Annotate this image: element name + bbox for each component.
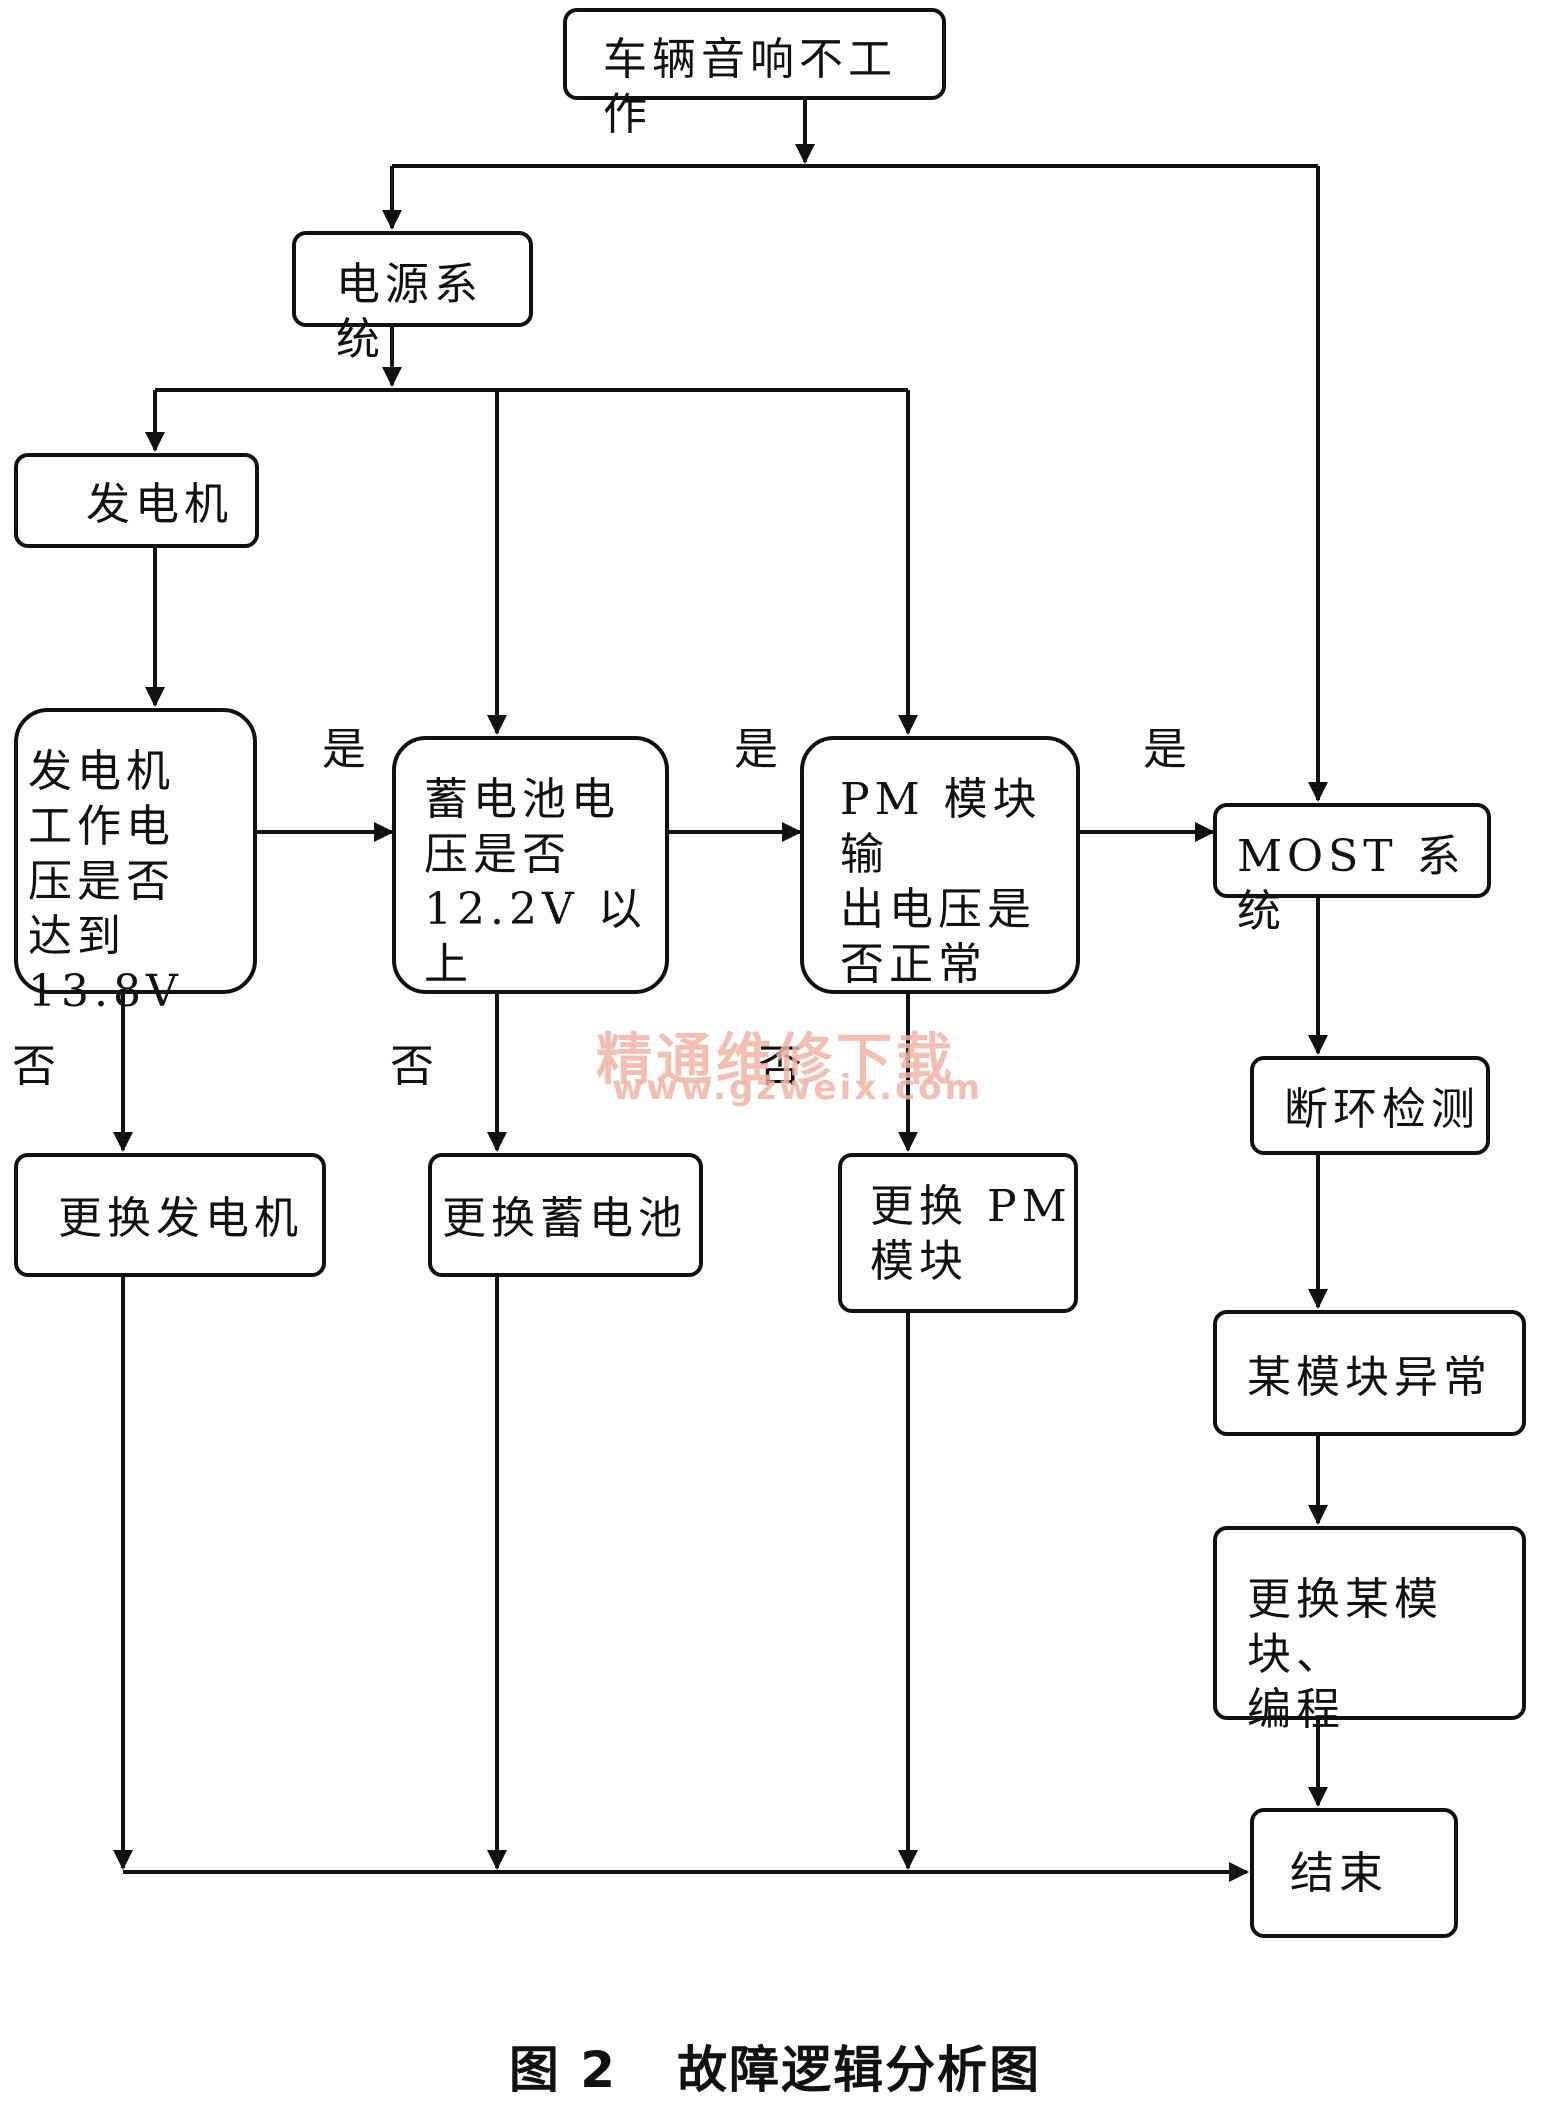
edge-label-no-battery: 否 [390, 1041, 434, 1092]
node-most-system-label: MOST 系统 [1237, 831, 1466, 937]
node-ring-break-test-label: 断环检测 [1284, 1084, 1480, 1135]
node-generator-check: 发电机 工作电 压是否 达到 13.8V [14, 708, 257, 1017]
node-no-sound-label: 车辆音响不工作 [603, 34, 897, 140]
edge-label-yes-pm: 是 [1143, 724, 1187, 775]
node-replace-generator: 更换发电机 [14, 1153, 326, 1277]
watermark-url: www.gzweix.com [612, 1068, 984, 1108]
figure-title: 故障逻辑分析图 [677, 2041, 1042, 2099]
node-replace-battery: 更换蓄电池 [428, 1153, 703, 1277]
node-generator: 发电机 [14, 453, 259, 548]
node-battery-check: 蓄电池电 压是否 12.2V 以上 [392, 736, 669, 994]
node-generator-check-label: 发电机 工作电 压是否 达到 13.8V [28, 746, 183, 1017]
node-no-sound: 车辆音响不工作 [563, 8, 946, 140]
node-replace-pm: 更换 PM 模块 [838, 1153, 1078, 1313]
watermark-text: 精通维修下载 [596, 1028, 956, 1093]
figure-caption: 图 2 故障逻辑分析图 [0, 2030, 1550, 2102]
edge-label-yes-battery: 是 [734, 724, 778, 775]
edge-label-yes-generator: 是 [322, 724, 366, 775]
node-replace-module: 更换某模块、 编程 [1213, 1526, 1526, 1735]
node-power-system-label: 电源系统 [336, 259, 483, 365]
node-pm-check: PM 模块输 出电压是 否正常 [800, 736, 1080, 994]
node-end-label: 结束 [1290, 1848, 1388, 1899]
node-module-abnormal: 某模块异常 [1213, 1310, 1526, 1436]
node-replace-battery-label: 更换蓄电池 [442, 1193, 687, 1244]
node-pm-check-label: PM 模块输 出电压是 否正常 [840, 774, 1042, 990]
node-generator-label: 发电机 [86, 479, 233, 530]
node-most-system: MOST 系统 [1213, 803, 1491, 937]
node-power-system: 电源系统 [292, 231, 533, 365]
node-module-abnormal-label: 某模块异常 [1247, 1352, 1492, 1403]
edge-label-no-generator: 否 [12, 1041, 56, 1092]
node-replace-pm-label: 更换 PM 模块 [870, 1181, 1072, 1287]
edge-label-no-pm: 否 [758, 1041, 802, 1092]
node-ring-break-test: 断环检测 [1250, 1056, 1490, 1155]
node-replace-module-label: 更换某模块、 编程 [1247, 1574, 1443, 1735]
node-battery-check-label: 蓄电池电 压是否 12.2V 以上 [424, 774, 647, 990]
node-replace-generator-label: 更换发电机 [58, 1193, 303, 1244]
node-end: 结束 [1250, 1808, 1458, 1938]
figure-number: 图 2 [508, 2041, 618, 2099]
